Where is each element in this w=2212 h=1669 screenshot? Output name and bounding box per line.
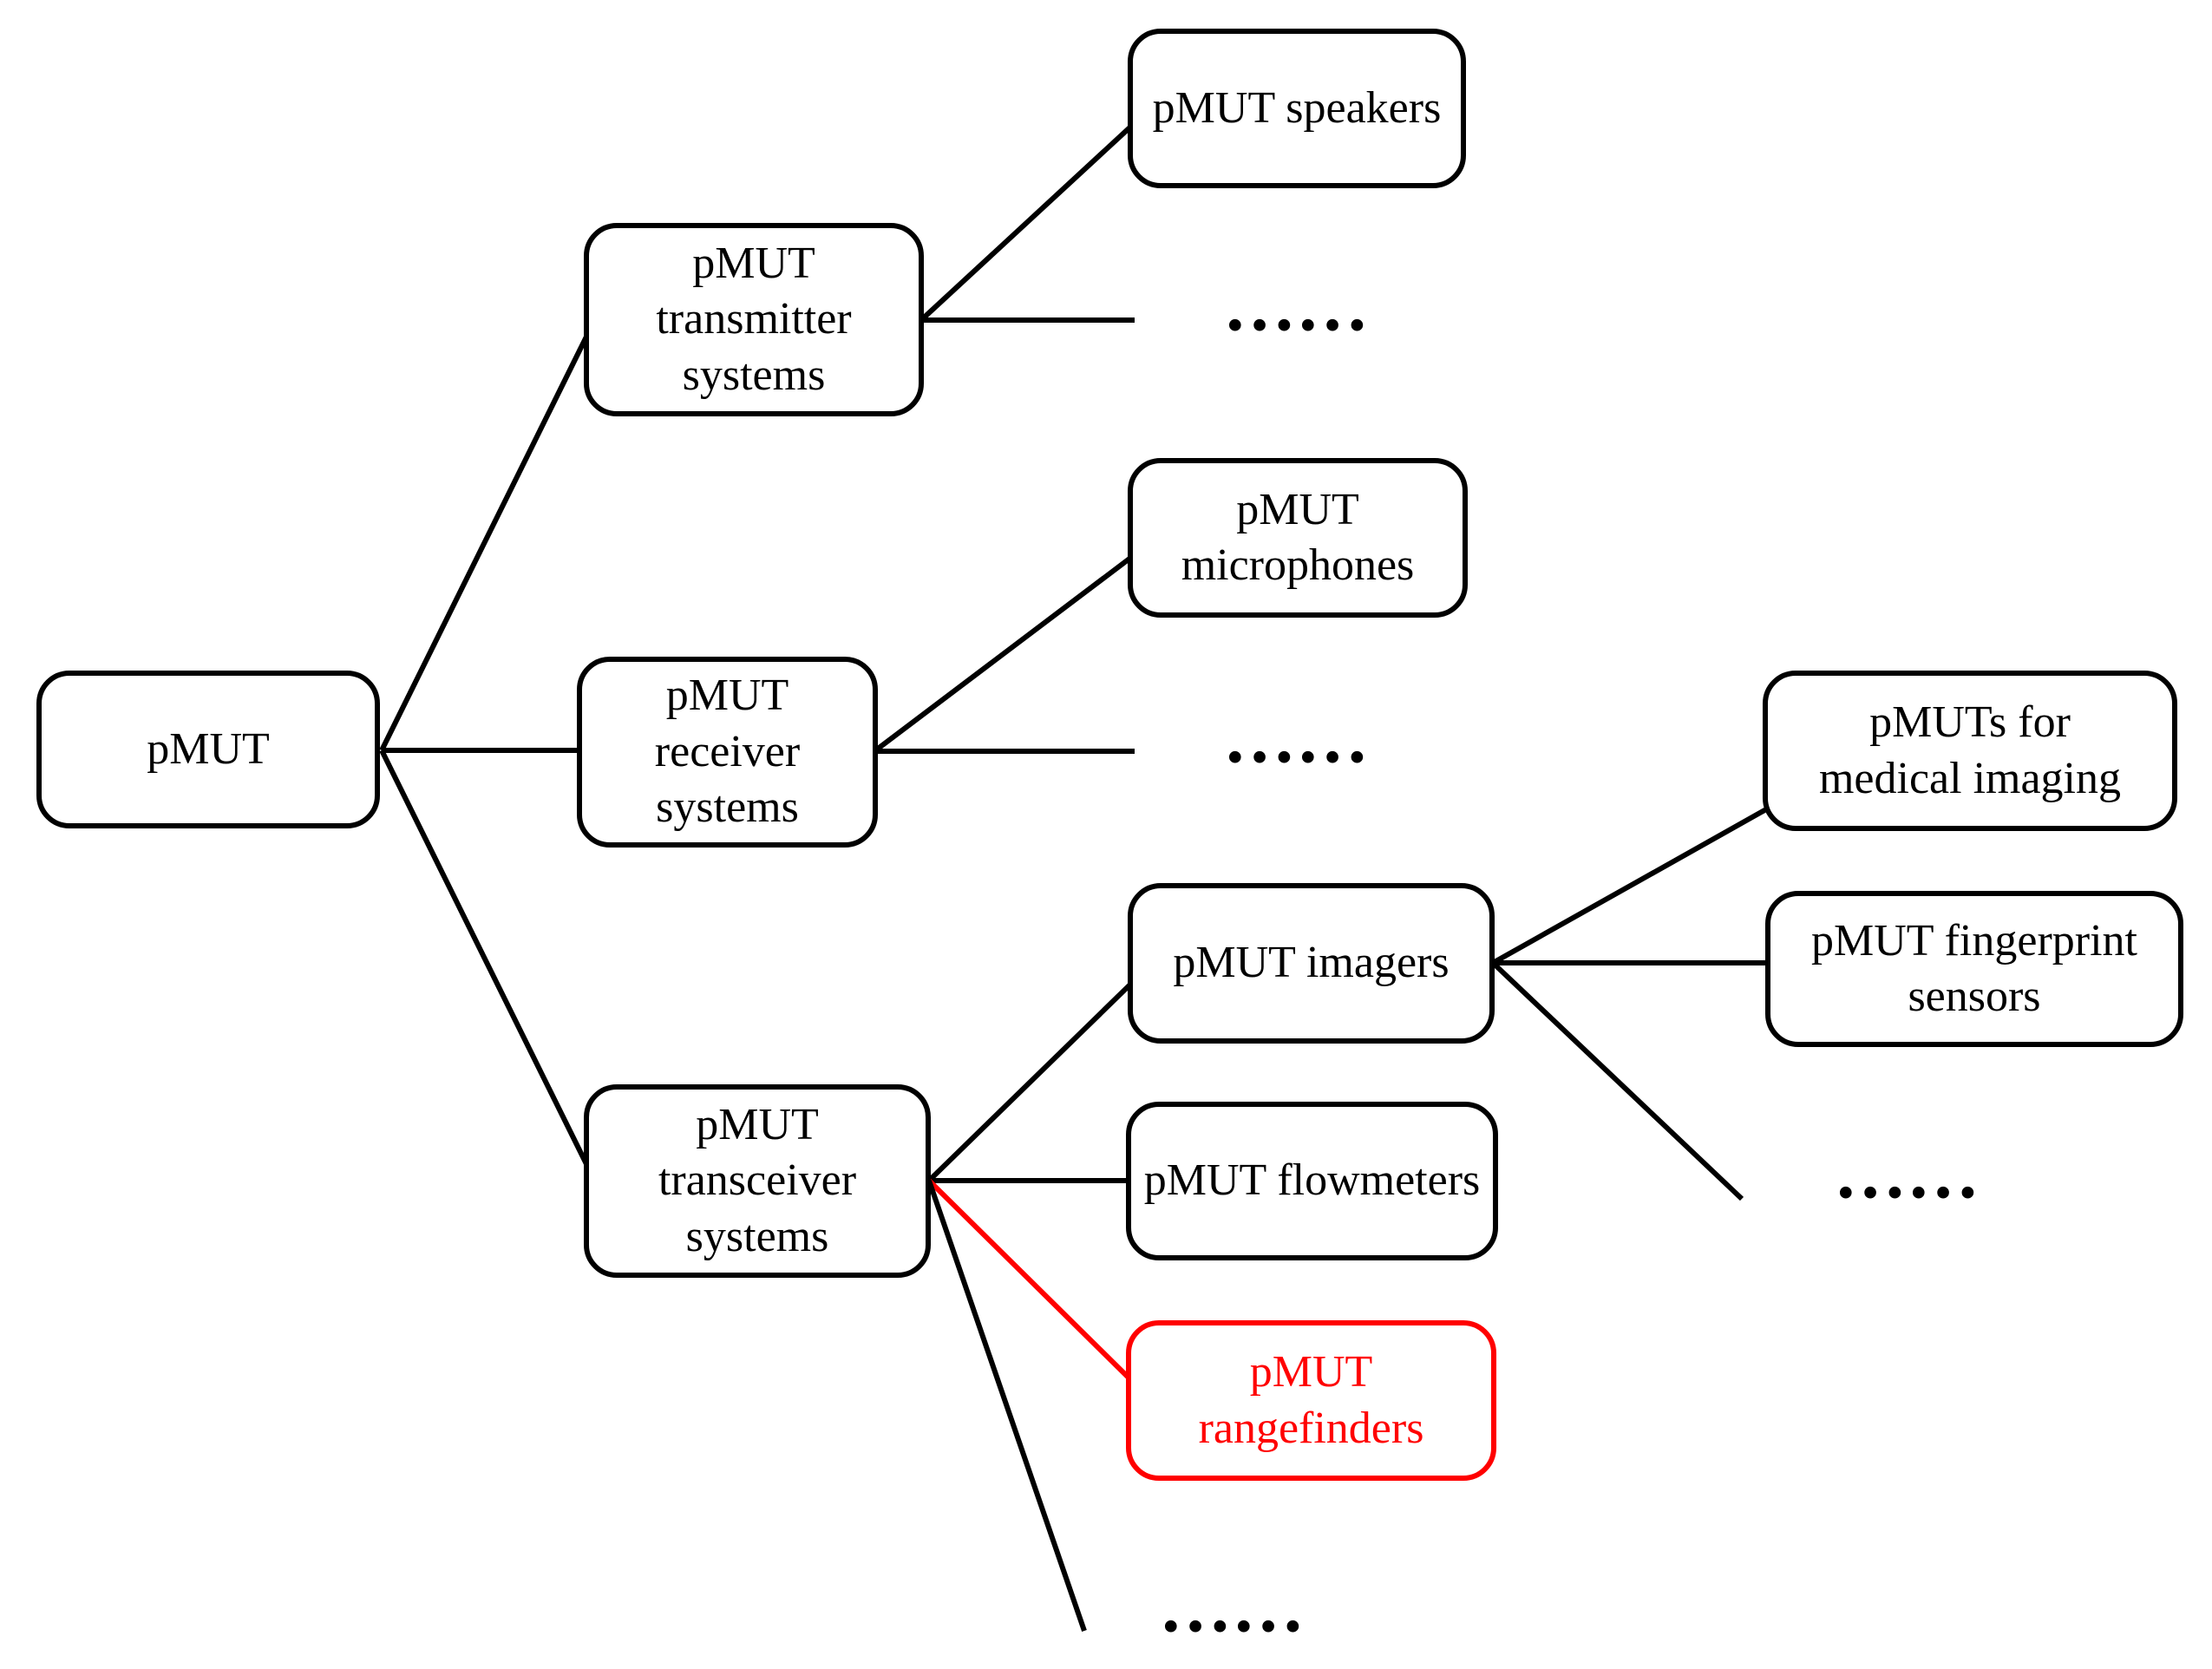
- node-fingerprint-sensors-label: pMUT fingerprint sensors: [1811, 915, 2137, 1021]
- node-microphones-label: pMUT microphones: [1181, 484, 1415, 590]
- node-transceiver-systems: pMUT transceiver systems: [584, 1084, 931, 1278]
- ellipsis-more-transmitter: ……: [1223, 265, 1369, 347]
- node-medical-imaging: pMUTs for medical imaging: [1763, 671, 2177, 831]
- node-transmitter-systems-label: pMUT transmitter systems: [656, 238, 852, 400]
- edge-imagers-medical: [1491, 802, 1776, 965]
- node-pmut-root-label: pMUT: [147, 723, 270, 774]
- node-rangefinders-label: pMUT rangefinders: [1198, 1347, 1424, 1453]
- edge-transceiver-imagers: [926, 976, 1139, 1183]
- node-fingerprint-sensors: pMUT fingerprint sensors: [1765, 891, 2183, 1047]
- node-speakers-label: pMUT speakers: [1152, 82, 1442, 133]
- ellipsis-more-receiver: ……: [1223, 697, 1369, 779]
- edge-root-transceiver: [379, 749, 592, 1173]
- edge-transceiver-rangefinders: [926, 1178, 1139, 1388]
- edge-transmitter-speakers: [919, 119, 1139, 322]
- ellipsis-more-transceiver: ……: [1159, 1567, 1305, 1648]
- edge-transceiver-more: [926, 1180, 1087, 1632]
- node-transmitter-systems: pMUT transmitter systems: [584, 223, 924, 416]
- node-flowmeters: pMUT flowmeters: [1126, 1102, 1498, 1260]
- node-imagers-label: pMUT imagers: [1173, 938, 1450, 988]
- node-receiver-systems: pMUT receiver systems: [577, 657, 878, 848]
- node-rangefinders: pMUT rangefinders: [1126, 1320, 1496, 1481]
- edge-imagers-more: [1490, 960, 1744, 1201]
- edge-root-transmitter: [379, 328, 592, 752]
- node-flowmeters-label: pMUT flowmeters: [1143, 1155, 1481, 1206]
- node-medical-imaging-label: pMUTs for medical imaging: [1818, 697, 2121, 803]
- node-speakers: pMUT speakers: [1128, 29, 1466, 188]
- node-receiver-systems-label: pMUT receiver systems: [654, 671, 801, 833]
- node-microphones: pMUT microphones: [1128, 458, 1468, 618]
- node-pmut-root: pMUT: [36, 671, 380, 828]
- edge-receiver-microphones: [873, 551, 1138, 754]
- node-imagers: pMUT imagers: [1128, 883, 1495, 1044]
- ellipsis-more-imagers: ……: [1834, 1133, 1980, 1214]
- node-transceiver-systems-label: pMUT transceiver systems: [658, 1099, 857, 1261]
